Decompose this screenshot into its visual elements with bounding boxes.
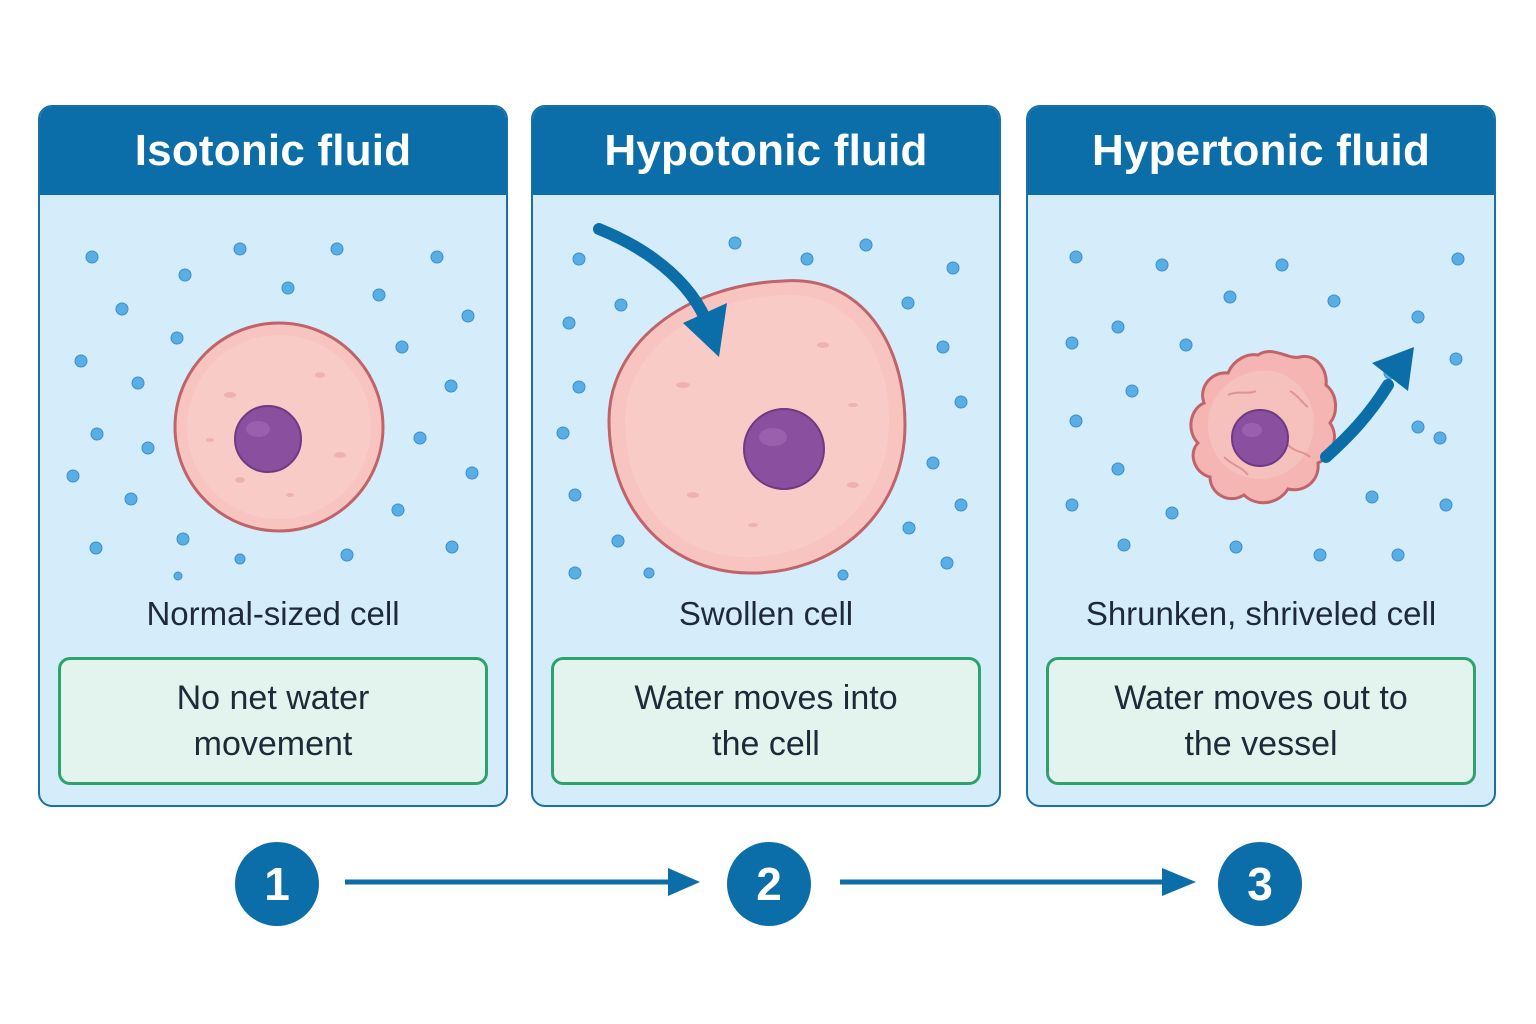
shrunken-cell [1189,350,1337,505]
nucleus [1231,409,1289,467]
info-text: Water moves into the cell [634,679,898,763]
info-text: No net water movement [176,679,370,763]
flow-arrow-2-3 [840,868,1196,896]
info-text: Water moves out to the vessel [1114,679,1408,763]
flow-arrow-1-2 [345,868,700,896]
nucleus [743,408,825,490]
info-box: No net water movement [58,657,488,785]
hypotonic-scene [556,223,968,581]
cell-caption: Shrunken, shriveled cell [1085,595,1437,632]
swollen-cell [607,279,907,575]
info-box: Water moves into the cell [551,657,981,785]
water-in-arrow [593,223,727,357]
step-1-badge: 1 [235,842,319,926]
step-2-badge: 2 [727,842,811,926]
normal-cell [173,321,385,533]
isotonic-scene [66,242,479,581]
panel-title: Hypotonic fluid [533,107,999,195]
water-molecules [66,242,479,581]
panel-hypotonic: Hypotonic fluid Swollen cell [531,105,1001,807]
panel-isotonic: Isotonic fluid Normal-sized cell [38,105,508,807]
cell-caption: Swollen cell [678,595,854,632]
step-flow [345,868,1196,896]
cell-caption: Normal-sized cell [146,595,400,632]
panel-title: Hypertonic fluid [1028,107,1494,195]
info-box: Water moves out to the vessel [1046,657,1476,785]
panel-title: Isotonic fluid [40,107,506,195]
hypertonic-scene [1065,250,1465,562]
panel-hypertonic: Hypertonic fluid Shrunken [1026,105,1496,807]
water-molecules [556,236,968,581]
step-3-badge: 3 [1218,842,1302,926]
water-out-arrow [1320,347,1414,463]
nucleus [234,405,302,473]
